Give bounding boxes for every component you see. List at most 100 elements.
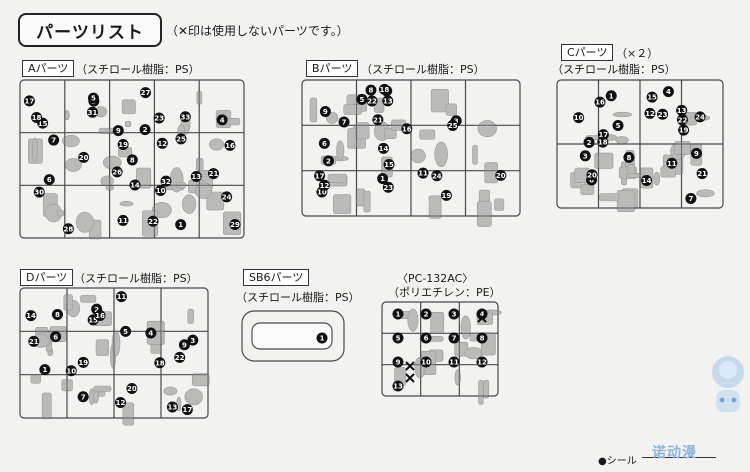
svg-text:3: 3 [190, 337, 195, 345]
runner-sb6-drawing: 1 [241, 310, 345, 362]
svg-text:14: 14 [26, 312, 36, 320]
part-number-label: 23 [153, 112, 165, 124]
part-number-label: 21 [696, 168, 708, 180]
svg-text:2: 2 [94, 306, 99, 314]
svg-text:29: 29 [230, 221, 240, 229]
svg-text:4: 4 [220, 116, 225, 124]
part-number-label: 16 [594, 96, 606, 108]
part-number-label: 18 [154, 357, 166, 369]
part-number-label: 4 [662, 86, 674, 98]
part-number-label: 11 [666, 157, 678, 169]
part-number-label: 16 [401, 123, 413, 135]
part-number-label: 7 [338, 116, 350, 128]
svg-text:14: 14 [379, 145, 389, 153]
svg-text:5: 5 [91, 95, 96, 103]
part-number-label: 10 [573, 112, 585, 124]
svg-text:12: 12 [645, 110, 655, 118]
svg-text:6: 6 [424, 335, 429, 343]
part-number-label: 10 [65, 365, 77, 377]
svg-text:21: 21 [209, 170, 219, 178]
part-number-label: 18 [597, 136, 609, 148]
part-number-label: 7 [448, 332, 460, 344]
svg-text:9: 9 [116, 127, 121, 135]
svg-text:31: 31 [88, 109, 98, 117]
seal-leader-line [642, 457, 716, 458]
part-number-label: 21 [28, 335, 40, 347]
sheet-sb6-tag: SB6パーツ [243, 269, 310, 286]
part-number-label: 5 [87, 92, 99, 104]
svg-text:17: 17 [598, 131, 608, 139]
svg-text:25: 25 [448, 122, 458, 130]
part-number-label: 16 [224, 139, 236, 151]
part-number-label: 31 [86, 106, 98, 118]
part-number-label: 20 [78, 151, 90, 163]
part-number-label: 13 [676, 104, 688, 116]
svg-text:11: 11 [118, 217, 128, 225]
part-number-label: 32 [160, 175, 172, 187]
part-number-label: 19 [678, 124, 690, 136]
part-number-label: 20 [586, 169, 598, 181]
part-number-label: 15 [646, 91, 658, 103]
svg-text:6: 6 [53, 333, 58, 341]
part-number-label: 17 [314, 170, 326, 182]
part-number-label: 2 [322, 155, 334, 167]
unused-part-mark [405, 313, 487, 383]
part-number-label: 20 [495, 169, 507, 181]
part-number-label: 11 [417, 167, 429, 179]
part-number-label: 2 [420, 308, 432, 320]
svg-text:18: 18 [32, 114, 42, 122]
part-number-label: 20 [126, 382, 138, 394]
part-number-label: 4 [145, 327, 157, 339]
part-number-label: 22 [174, 351, 186, 363]
svg-text:9: 9 [182, 341, 187, 349]
svg-text:16: 16 [595, 99, 605, 107]
svg-text:11: 11 [449, 359, 459, 367]
svg-text:4: 4 [480, 311, 485, 319]
svg-text:1: 1 [380, 175, 385, 183]
svg-text:2: 2 [326, 157, 331, 165]
svg-text:8: 8 [626, 154, 631, 162]
part-number-label: 7 [48, 134, 60, 146]
svg-text:15: 15 [647, 94, 657, 102]
runner-a: 1234567891011121314151617181920212223242… [18, 78, 246, 240]
svg-text:21: 21 [29, 338, 39, 346]
part-number-label: 8 [51, 309, 63, 321]
part-number-label: 9 [178, 339, 190, 351]
svg-text:10: 10 [421, 359, 431, 367]
part-number-label: 2 [139, 124, 151, 136]
part-number-label: 5 [356, 93, 368, 105]
sheet-c-tag: Cパーツ [561, 44, 614, 61]
svg-text:28: 28 [63, 225, 73, 233]
svg-text:16: 16 [402, 125, 412, 133]
part-number-label: 9 [112, 125, 124, 137]
part-number-label: 24 [431, 170, 443, 182]
part-number-label: 14 [641, 175, 653, 187]
svg-text:22: 22 [678, 116, 688, 124]
part-number-label: 19 [440, 189, 452, 201]
part-number-label: 6 [43, 174, 55, 186]
svg-text:10: 10 [156, 187, 166, 195]
svg-text:19: 19 [442, 192, 452, 200]
svg-text:13: 13 [383, 98, 393, 106]
svg-text:30: 30 [34, 189, 44, 197]
part-number-label: 6 [420, 332, 432, 344]
part-number-label: 27 [139, 87, 151, 99]
part-number-label: 5 [120, 325, 132, 337]
svg-text:12: 12 [157, 140, 167, 148]
part-number-label: 17 [23, 95, 35, 107]
part-number-label: 25 [175, 133, 187, 145]
svg-text:19: 19 [679, 127, 689, 135]
svg-text:15: 15 [38, 120, 48, 128]
part-number-label: 13 [190, 170, 202, 182]
svg-text:9: 9 [396, 359, 401, 367]
svg-text:14: 14 [642, 177, 652, 185]
part-number-label: 22 [147, 215, 159, 227]
part-number-label: 13 [166, 401, 178, 413]
sheet-sb6-material: （スチロール樹脂：PS） [236, 291, 360, 304]
svg-text:23: 23 [383, 184, 393, 192]
runner-a-drawing: 1234567891011121314151617181920212223242… [19, 79, 245, 240]
part-number-label: 17 [181, 404, 193, 416]
part-number-label: 12 [476, 356, 488, 368]
